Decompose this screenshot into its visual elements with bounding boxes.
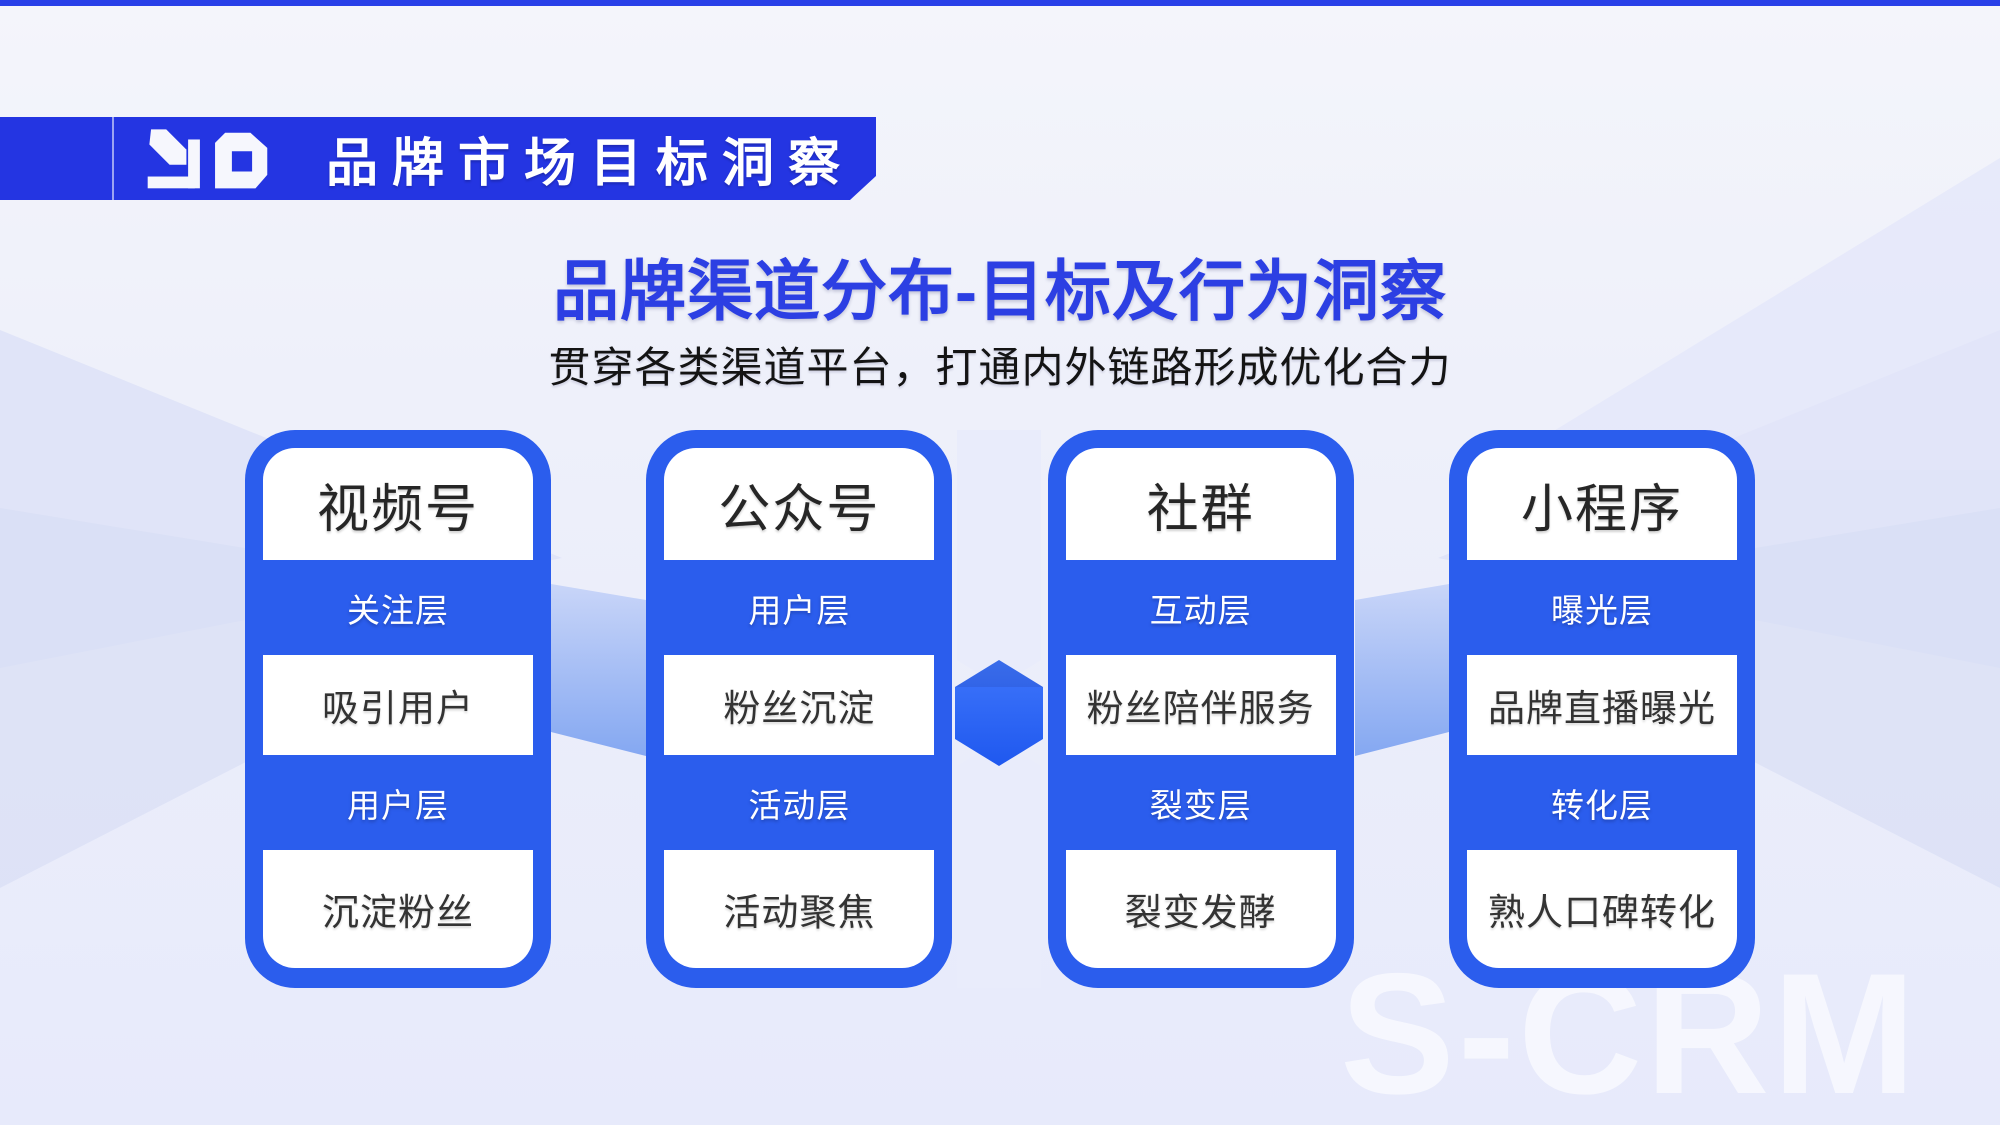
card-row-label: 熟人口碑转化 xyxy=(1466,850,1737,968)
top-edge-strip xyxy=(0,0,2000,6)
card-row-label: 粉丝陪伴服务 xyxy=(1065,655,1336,755)
card-band-label: 曝光层 xyxy=(1550,591,1653,629)
card-title: 社群 xyxy=(1065,448,1336,560)
channel-cards: 视频号 关注层 吸引用户 用户层 沉淀粉丝 公众号 用户层 粉丝沉淀 活动层 活… xyxy=(245,430,1755,988)
header-divider xyxy=(112,117,114,200)
connector-hexagon-facet xyxy=(955,660,1043,687)
header-bar: 品牌市场目标洞察 xyxy=(0,117,876,200)
channel-card-xiaochengxu: 小程序 曝光层 品牌直播曝光 转化层 熟人口碑转化 xyxy=(1448,430,1755,988)
top-right-swoosh xyxy=(1490,158,2000,470)
channel-card-shipinhao: 视频号 关注层 吸引用户 用户层 沉淀粉丝 xyxy=(245,430,551,988)
card-band-label: 裂变层 xyxy=(1149,786,1252,824)
gap-beam-right xyxy=(1355,584,1449,756)
page-subtitle: 贯穿各类渠道平台，打通内外链路形成优化合力 xyxy=(548,344,1452,391)
brand-logo-icon xyxy=(146,126,272,190)
card-title: 视频号 xyxy=(263,448,533,560)
channel-card-shequn: 社群 互动层 粉丝陪伴服务 裂变层 裂变发酵 xyxy=(1047,430,1354,988)
card-row-label: 沉淀粉丝 xyxy=(263,850,533,968)
card-row-label: 活动聚焦 xyxy=(664,850,935,968)
channel-card-gongzhonghao: 公众号 用户层 粉丝沉淀 活动层 活动聚焦 xyxy=(646,430,953,988)
card-band-label: 关注层 xyxy=(347,591,449,629)
card-band-label: 活动层 xyxy=(748,786,851,824)
card-band-label: 用户层 xyxy=(347,786,449,824)
gap-beam-left xyxy=(551,584,646,756)
card-row-label: 品牌直播曝光 xyxy=(1466,655,1737,755)
card-band-label: 转化层 xyxy=(1550,786,1653,824)
card-title: 公众号 xyxy=(664,448,935,560)
card-band-label: 互动层 xyxy=(1149,591,1252,629)
card-band-label: 用户层 xyxy=(748,591,851,629)
card-row-label: 吸引用户 xyxy=(263,655,533,755)
connector-band-bottom xyxy=(957,740,1041,988)
connector-band-top xyxy=(957,430,1041,686)
page-title: 品牌渠道分布-目标及行为洞察 xyxy=(553,254,1447,328)
card-title: 小程序 xyxy=(1466,448,1737,560)
connector-hexagon xyxy=(955,660,1043,766)
header-title: 品牌市场目标洞察 xyxy=(326,135,855,193)
card-row-label: 裂变发酵 xyxy=(1065,850,1336,968)
card-row-label: 粉丝沉淀 xyxy=(664,655,935,755)
